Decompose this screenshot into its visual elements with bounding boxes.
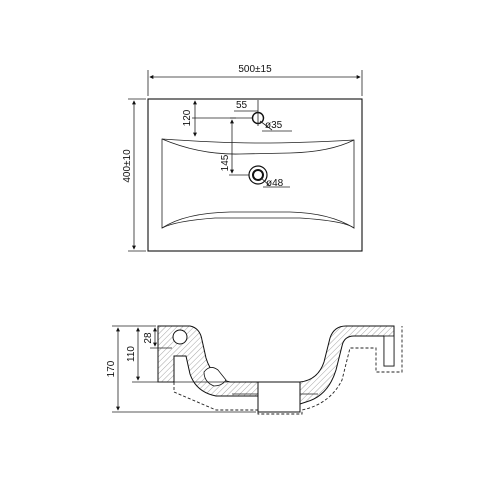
total-height-label: 170 bbox=[106, 360, 117, 377]
tap-side-label: 55 bbox=[236, 100, 248, 111]
side-view: 170 110 28 bbox=[106, 325, 403, 415]
top-view: 500±15 400±10 120 55 ø35 145 ø48 bbox=[122, 64, 363, 252]
tap-hole-label: ø35 bbox=[265, 120, 283, 131]
overflow-channel bbox=[203, 367, 227, 387]
mounting-slot bbox=[383, 335, 395, 367]
bowl-rim-bottom bbox=[161, 211, 355, 229]
drain-offset-label: 145 bbox=[220, 154, 231, 171]
overflow-label: 28 bbox=[143, 332, 154, 344]
inner-height-label: 110 bbox=[126, 346, 137, 362]
width-dimension-label: 500±15 bbox=[238, 64, 272, 75]
overflow-hole bbox=[172, 329, 188, 345]
bowl-rim-top bbox=[161, 138, 355, 155]
basin-outline bbox=[147, 98, 363, 252]
depth-dimension-label: 400±10 bbox=[122, 149, 133, 183]
drain-leader bbox=[260, 177, 271, 187]
drain-pipe bbox=[257, 381, 301, 413]
tap-leader bbox=[259, 120, 273, 131]
drain-hole-inner bbox=[252, 169, 264, 181]
drain-hole-label: ø48 bbox=[266, 178, 284, 189]
tap-offset-label: 120 bbox=[182, 109, 193, 126]
cabinet-outline bbox=[173, 326, 403, 415]
